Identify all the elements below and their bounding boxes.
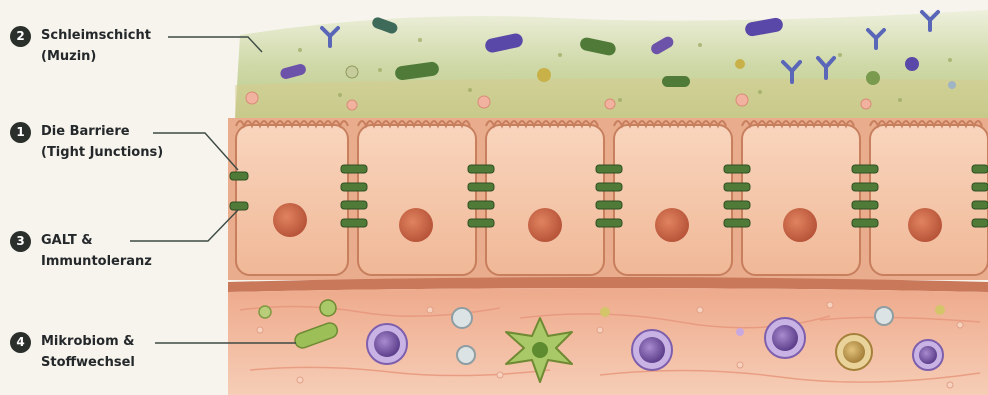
epithelial-cell — [870, 125, 988, 275]
lamina-propria — [228, 288, 988, 395]
legend-item-galt: 3 GALT & Immuntoleranz — [10, 230, 152, 272]
legend-item-microbiome: 4 Mikrobiom & Stoffwechsel — [10, 331, 135, 373]
badge-number: 2 — [10, 26, 31, 47]
epithelial-cell — [614, 125, 732, 275]
epithelial-cell — [358, 125, 476, 275]
epithelial-cell — [236, 125, 348, 275]
legend-item-barrier: 1 Die Barriere (Tight Junctions) — [10, 121, 163, 163]
legend-label-line2: Stoffwechsel — [41, 352, 135, 373]
epithelial-cell — [742, 125, 860, 275]
legend-label-line1: GALT & — [41, 230, 152, 251]
legend-label-line2: (Tight Junctions) — [41, 142, 163, 163]
legend-label-line2: (Muzin) — [41, 46, 151, 67]
legend-item-mucus-layer: 2 Schleimschicht (Muzin) — [10, 25, 151, 67]
badge-number: 3 — [10, 231, 31, 252]
legend-label-line2: Immuntoleranz — [41, 251, 152, 272]
epithelial-cell — [486, 125, 604, 275]
legend-label-line1: Mikrobiom & — [41, 331, 135, 352]
badge-number: 1 — [10, 122, 31, 143]
golden-immune-cell — [836, 334, 872, 370]
legend-label-line1: Schleimschicht — [41, 25, 151, 46]
legend-label-line1: Die Barriere — [41, 121, 163, 142]
badge-number: 4 — [10, 332, 31, 353]
